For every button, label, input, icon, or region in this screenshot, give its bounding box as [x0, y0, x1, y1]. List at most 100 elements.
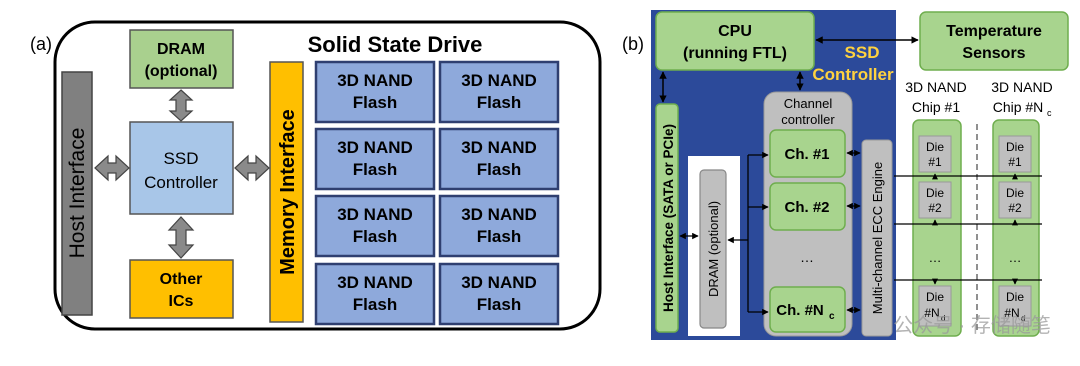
- chip-1-label-1: 3D NAND: [905, 79, 966, 95]
- arrow-host-controller: [94, 154, 130, 182]
- chip-1-die-2-label-2: #2: [928, 201, 942, 215]
- ssd-controller-box: [129, 121, 234, 215]
- flash-box: [314, 60, 436, 124]
- chip-n-die-2: [998, 181, 1032, 219]
- arrow-dram-controller: [168, 89, 194, 122]
- ssd-controller-b-label-2: Controller: [812, 65, 894, 84]
- chip-1-die-1-label-1: Die: [926, 140, 944, 154]
- host-interface-label: Host Interface: [66, 128, 89, 259]
- chip-1-die-1-label-2: #1: [928, 155, 942, 169]
- channel-1-box: [769, 129, 846, 178]
- flash-label: 3D NAND: [337, 138, 413, 157]
- double-arrows-a: [94, 89, 270, 259]
- arrow-controller-memory: [234, 154, 270, 182]
- chip-n-die-n-subscript: d: [1021, 314, 1025, 323]
- chip-1-die-1: [918, 135, 952, 173]
- chip-n-column: [992, 119, 1040, 337]
- chip-1-label-2: Chip #1: [912, 99, 960, 115]
- panel-b-label: (b): [622, 34, 644, 54]
- chip-n-die-ellipsis: …: [1009, 250, 1022, 265]
- flash-grid: 3D NAND Flash 3D NAND Flash 3D NAND Flash 3D N…: [314, 60, 560, 326]
- chip-n-die-1: [998, 135, 1032, 173]
- dram-label-1: DRAM: [157, 41, 205, 58]
- channel-boxes: Ch. #1 Ch. #2 … Ch. #N c: [769, 129, 846, 333]
- flash-label: Flash: [477, 295, 521, 314]
- dram-box: [129, 29, 234, 89]
- chip-n-label-2: Chip #N: [993, 99, 1044, 115]
- temperature-sensors-box: [919, 11, 1069, 71]
- flash-label: Flash: [477, 93, 521, 112]
- temperature-label-1: Temperature: [946, 23, 1042, 40]
- dram-channel-bus: [727, 151, 769, 316]
- dram-b-box: [699, 169, 727, 329]
- cpu-label-2: (running FTL): [683, 45, 787, 62]
- chip-n-die-2-label-2: #2: [1008, 201, 1022, 215]
- flash-label: 3D NAND: [337, 273, 413, 292]
- flash-box: [438, 194, 560, 258]
- ssd-title: Solid State Drive: [308, 32, 483, 57]
- ecc-die-wiring: [894, 173, 1042, 285]
- flash-label: Flash: [353, 295, 397, 314]
- chip-1-die-2-label-1: Die: [926, 186, 944, 200]
- chip-1-dies: Die #1 Die #2 … Die #N d: [918, 135, 952, 327]
- chip-n-dies: Die #1 Die #2 … Die #N d: [998, 135, 1032, 327]
- channel-ecc-arrows: [846, 149, 861, 314]
- flash-label: 3D NAND: [461, 138, 537, 157]
- flash-label: 3D NAND: [461, 273, 537, 292]
- chip-n-die-2-label-1: Die: [1006, 186, 1024, 200]
- cpu-label-1: CPU: [718, 23, 752, 40]
- chip-n-die-n: [998, 285, 1032, 327]
- host-interface-b-bar: [655, 103, 679, 333]
- panel-a-label: (a): [30, 34, 52, 54]
- flash-box: [314, 262, 436, 326]
- chip-n-die-n-label-2: #N: [1004, 306, 1019, 320]
- flash-label: Flash: [353, 93, 397, 112]
- chip-1-die-n-subscript: d: [941, 314, 945, 323]
- other-ics-label-2: ICs: [169, 293, 194, 310]
- flash-label: 3D NAND: [461, 71, 537, 90]
- flash-label: Flash: [353, 160, 397, 179]
- chip-n-die-1-label-2: #1: [1008, 155, 1022, 169]
- channel-1-label: Ch. #1: [784, 146, 829, 163]
- memory-interface-bar: [269, 61, 304, 323]
- channel-controller-label-1: Channel: [784, 96, 833, 111]
- other-ics-box: [129, 259, 234, 319]
- flash-box: [314, 127, 436, 191]
- chip-1-die-n: [918, 285, 952, 327]
- flash-box: [438, 60, 560, 124]
- panel-b: (b) CPU (running FTL) SSD Controller Tem…: [622, 10, 1069, 340]
- chip-1-die-n-label-1: Die: [926, 290, 944, 304]
- flash-box: [314, 194, 436, 258]
- channel-2-box: [769, 182, 846, 231]
- ssd-controller-label-2: Controller: [144, 173, 218, 192]
- panel-a: (a) Solid State Drive Host Interface DRA…: [30, 20, 602, 331]
- channel-2-label: Ch. #2: [784, 199, 829, 216]
- channel-ellipsis: …: [800, 249, 814, 265]
- flash-label: Flash: [477, 160, 521, 179]
- channel-n-box: [769, 286, 846, 333]
- dram-label-2: (optional): [145, 63, 218, 80]
- flash-label: Flash: [477, 227, 521, 246]
- chip-n-label-1: 3D NAND: [991, 79, 1052, 95]
- chip-n-subscript: c: [1047, 108, 1052, 118]
- host-interface-bar: [61, 71, 93, 316]
- chip-1-die-n-label-2: #N: [924, 306, 939, 320]
- host-interface-b-label: Host Interface (SATA or PCIe): [661, 124, 676, 312]
- flash-label: Flash: [353, 227, 397, 246]
- other-ics-label-1: Other: [160, 271, 203, 288]
- ssd-controller-b-label-1: SSD: [845, 43, 880, 62]
- channel-controller-label-2: controller: [781, 112, 835, 127]
- channel-n-label: Ch. #N: [776, 302, 824, 319]
- flash-label: 3D NAND: [461, 205, 537, 224]
- ssd-controller-label-1: SSD: [164, 149, 199, 168]
- flash-label: 3D NAND: [337, 71, 413, 90]
- chip-n-die-n-label-1: Die: [1006, 290, 1024, 304]
- chip-n-die-1-label-1: Die: [1006, 140, 1024, 154]
- cpu-box: [655, 11, 815, 71]
- memory-interface-label: Memory Interface: [277, 109, 299, 275]
- ecc-engine-label: Multi-channel ECC Engine: [870, 162, 885, 314]
- temperature-label-2: Sensors: [962, 45, 1025, 62]
- watermark: 公众号 · 存储随笔: [893, 314, 1051, 337]
